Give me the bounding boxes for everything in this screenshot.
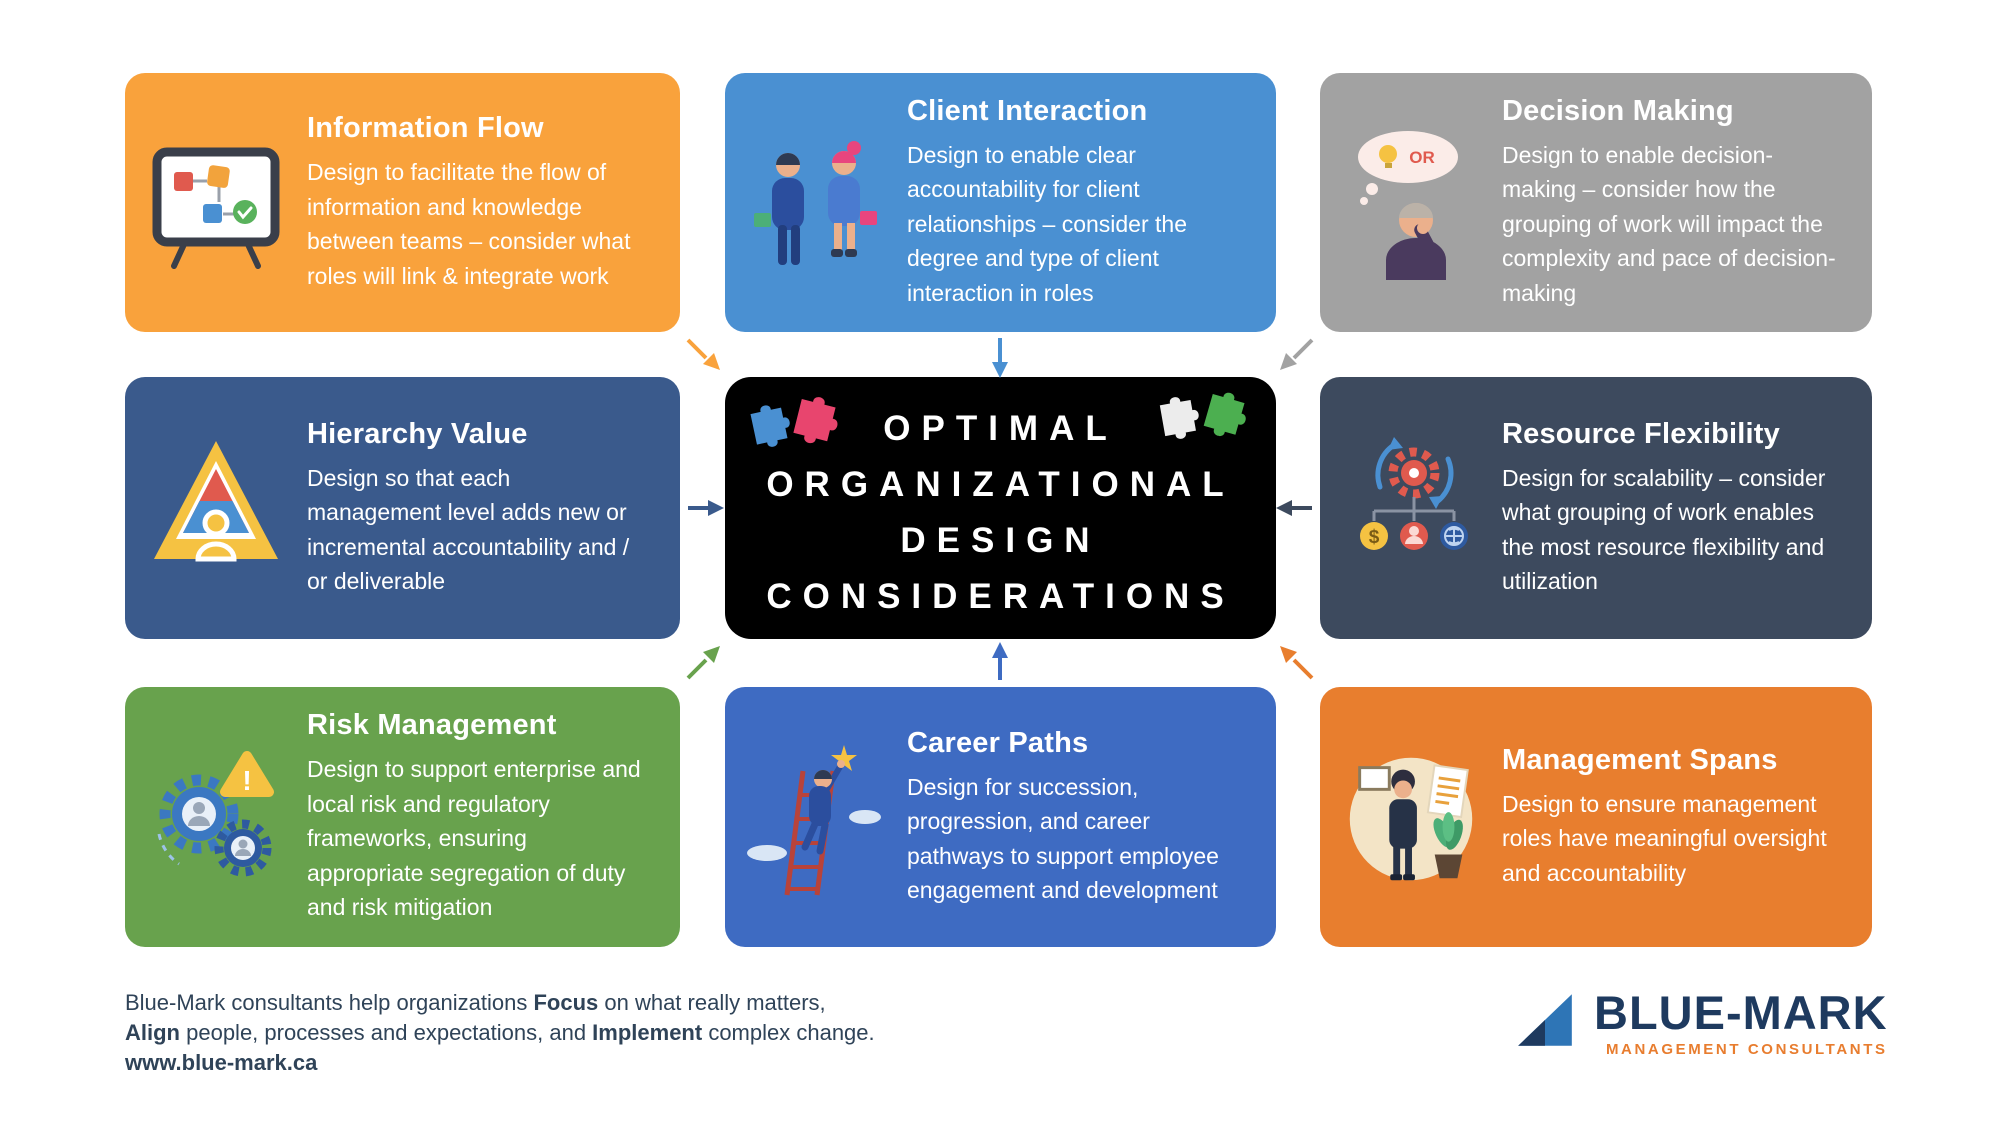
card-body: Design for succession, progression, and …: [907, 773, 1219, 904]
card-information-flow: Information Flow Design to facilitate th…: [125, 73, 680, 332]
card-text: Management Spans Design to ensure manage…: [1502, 744, 1872, 891]
card-text: Information Flow Design to facilitate th…: [307, 112, 680, 293]
footer-text-segment: Blue-Mark consultants help organizations: [125, 990, 534, 1015]
arrow-risk-management: [686, 646, 720, 680]
arrow-management-spans: [1280, 646, 1314, 680]
card-text: Risk Management Design to support enterp…: [307, 709, 680, 925]
center-title-line: ORGANIZATIONAL: [766, 465, 1235, 504]
card-text: Hierarchy Value Design so that each mana…: [307, 418, 680, 599]
bluemark-logo-mark-icon: [1518, 994, 1572, 1046]
arrow-information-flow: [686, 338, 720, 370]
card-text: Career Paths Design for succession, prog…: [907, 727, 1276, 908]
arrow-hierarchy-value: [688, 500, 724, 516]
logo-text-block: BLUE-MARK MANAGEMENT CONSULTANTS: [1594, 986, 1888, 1059]
card-body: Design for scalability – consider what g…: [1502, 464, 1826, 595]
arrow-career-paths: [992, 642, 1008, 680]
card-body: Design to ensure management roles have m…: [1502, 790, 1827, 886]
card-title: Risk Management: [307, 709, 557, 742]
center-title-box: OPTIMAL ORGANIZATIONAL DESIGN CONSIDERAT…: [725, 377, 1276, 639]
logo-name: BLUE-MARK: [1594, 986, 1888, 1039]
warning-exclamation: !: [242, 765, 251, 796]
pyramid-hierarchy-icon: [125, 433, 307, 583]
footer-text-segment-bold: Implement: [592, 1020, 703, 1045]
card-text: Resource Flexibility Design for scalabil…: [1502, 418, 1872, 599]
card-resource-flexibility: $ Resource Flexibility Design for scalab…: [1320, 377, 1872, 639]
card-title: Management Spans: [1502, 743, 1778, 776]
card-body: Design to enable clear accountability fo…: [907, 141, 1187, 306]
dollar-sign-label: $: [1369, 527, 1380, 548]
card-body: Design to support enterprise and local r…: [307, 756, 641, 921]
card-title: Client Interaction: [907, 94, 1148, 127]
center-title: OPTIMAL ORGANIZATIONAL DESIGN CONSIDERAT…: [725, 377, 1276, 625]
center-title-line: CONSIDERATIONS: [766, 577, 1235, 616]
footer-text-segment: on what really matters,: [598, 990, 826, 1015]
card-decision-making: OR Decision Making Design to enable deci…: [1320, 73, 1872, 332]
card-hierarchy-value: Hierarchy Value Design so that each mana…: [125, 377, 680, 639]
footer-text-segment-bold: Align: [125, 1020, 180, 1045]
risk-gears-icon: !: [125, 740, 307, 895]
card-title: Hierarchy Value: [307, 417, 528, 450]
card-management-spans: Management Spans Design to ensure manage…: [1320, 687, 1872, 947]
gear-cycle-icon: $: [1320, 431, 1502, 586]
footer-text-segment-bold: Focus: [533, 990, 599, 1015]
card-client-interaction: Client Interaction Design to enable clea…: [725, 73, 1276, 332]
card-body: Design to facilitate the flow of informa…: [307, 159, 631, 289]
thinking-person-icon: OR: [1320, 125, 1502, 280]
arrow-decision-making: [1280, 338, 1314, 370]
card-body: Design to enable decision-making – consi…: [1502, 141, 1836, 306]
website-url[interactable]: www.blue-mark.ca: [125, 1050, 318, 1075]
card-career-paths: Career Paths Design for succession, prog…: [725, 687, 1276, 947]
card-text: Client Interaction Design to enable clea…: [907, 95, 1276, 311]
career-ladder-icon: [725, 737, 907, 897]
card-risk-management: ! Risk Management Design to support ente…: [125, 687, 680, 947]
card-title: Decision Making: [1502, 94, 1734, 127]
arrow-resource-flexibility: [1276, 500, 1312, 516]
card-title: Information Flow: [307, 112, 544, 144]
footer-tagline: Blue-Mark consultants help organizations…: [125, 988, 985, 1078]
card-body: Design so that each management level add…: [307, 464, 630, 595]
bluemark-logo: BLUE-MARK MANAGEMENT CONSULTANTS: [1512, 988, 1888, 1058]
footer-text-segment: people, processes and expectations, and: [180, 1020, 593, 1045]
center-title-line: OPTIMAL: [883, 409, 1118, 448]
puzzle-pieces-right-icon: [1159, 392, 1246, 439]
arrow-client-interaction: [992, 338, 1008, 378]
footer-line-2: Align people, processes and expectations…: [125, 1018, 985, 1048]
center-title-line: DESIGN: [900, 521, 1101, 560]
puzzle-pieces-left-icon: [750, 397, 838, 447]
card-title: Career Paths: [907, 726, 1089, 759]
footer-line-1: Blue-Mark consultants help organizations…: [125, 988, 985, 1018]
footer-text-segment: complex change.: [702, 1020, 875, 1045]
card-text: Decision Making Design to enable decisio…: [1502, 95, 1872, 311]
flowchart-board-icon: [125, 128, 307, 278]
manager-oversight-icon: [1320, 738, 1502, 896]
or-label: OR: [1409, 148, 1435, 167]
card-title: Resource Flexibility: [1502, 417, 1780, 450]
logo-tagline: MANAGEMENT CONSULTANTS: [1605, 1041, 1888, 1059]
client-meeting-icon: [725, 125, 907, 280]
